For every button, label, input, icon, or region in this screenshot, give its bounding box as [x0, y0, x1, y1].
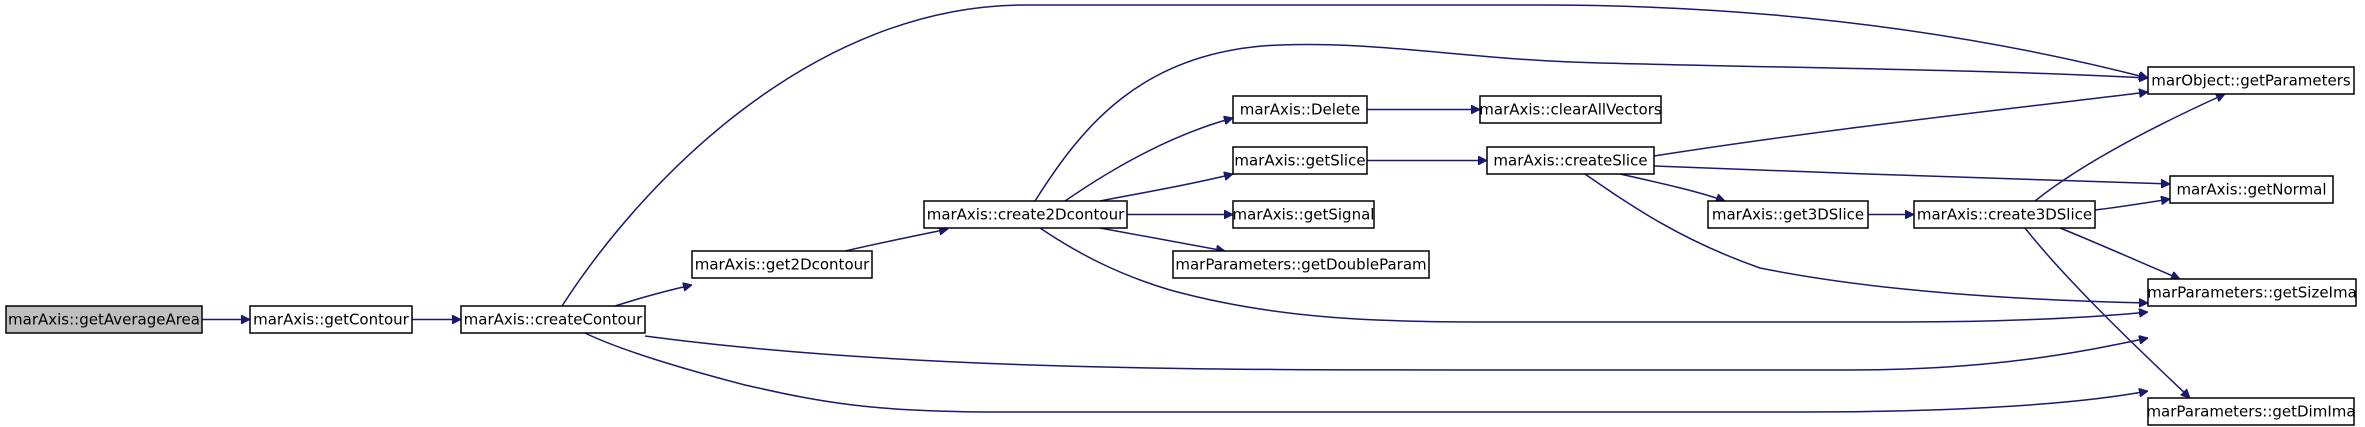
node-label: marParameters::getSizeIma	[2147, 284, 2357, 302]
node-create3DSlice[interactable]: marAxis::create3DSlice	[1913, 200, 2096, 229]
edge-line	[1653, 165, 2170, 184]
node-label: marAxis::create2Dcontour	[927, 206, 1125, 224]
edge-createSlice-to-get3DSlice	[1619, 173, 1725, 201]
edge-line	[584, 332, 2148, 413]
node-get2Dcontour[interactable]: marAxis::get2Dcontour	[691, 250, 873, 279]
edge-createSlice-to-getParameters	[1653, 92, 2148, 157]
node-label: marAxis::getAverageArea	[8, 311, 200, 329]
node-Delete[interactable]: marAxis::Delete	[1232, 95, 1368, 124]
edge-createContour-to-getSizeIma	[644, 336, 2148, 371]
node-clearAllVectors[interactable]: marAxis::clearAllVectors	[1479, 95, 1662, 124]
edge-create2Dcontour-to-getParameters	[1034, 43, 2148, 202]
edge-line	[2094, 199, 2170, 211]
edge-create3DSlice-to-getNormal	[2094, 199, 2170, 211]
edge-line	[844, 229, 948, 252]
node-getDimIma[interactable]: marParameters::getDimIma	[2146, 397, 2356, 426]
node-box	[1707, 200, 1869, 229]
nodes-layer: marAxis::getAverageArea marAxis::getConto…	[5, 66, 2357, 426]
edge-line	[1099, 174, 1233, 202]
edge-createContour-to-getParameters	[561, 4, 2148, 307]
edge-create2Dcontour-to-getDoubleParam	[1099, 227, 1225, 251]
node-box	[1479, 95, 1662, 124]
node-createContour[interactable]: marAxis::createContour	[460, 305, 646, 334]
node-create2Dcontour[interactable]: marAxis::create2Dcontour	[923, 200, 1128, 229]
node-box	[1486, 146, 1655, 175]
edge-create2Dcontour-to-getSizeIma	[1039, 227, 2148, 323]
node-label: marAxis::clearAllVectors	[1479, 101, 1662, 119]
edge-create3DSlice-to-getParameters	[2034, 94, 2225, 202]
edge-line	[1584, 173, 2148, 303]
edge-line	[1099, 227, 1225, 251]
edge-line	[614, 285, 692, 307]
edge-line	[1619, 173, 1725, 201]
node-box	[691, 250, 873, 279]
node-label: marAxis::getSlice	[1234, 152, 1365, 170]
edge-line	[1653, 92, 2148, 157]
node-getSlice[interactable]: marAxis::getSlice	[1232, 146, 1368, 175]
edge-line	[2034, 94, 2225, 202]
node-label: marAxis::Delete	[1240, 101, 1360, 119]
node-box	[1232, 95, 1368, 124]
edges-layer	[202, 4, 2225, 413]
node-box	[923, 200, 1128, 229]
node-getNormal[interactable]: marAxis::getNormal	[2169, 175, 2334, 204]
node-box	[1232, 146, 1368, 175]
edge-line	[2059, 227, 2180, 279]
node-label: marAxis::get2Dcontour	[695, 256, 870, 274]
edge-create2Dcontour-to-Delete	[1064, 118, 1233, 202]
node-getParameters[interactable]: marObject::getParameters	[2147, 66, 2355, 95]
node-label: marObject::getParameters	[2151, 72, 2351, 90]
edge-line	[644, 336, 2148, 371]
edge-get2Dcontour-to-create2Dcontour	[844, 229, 948, 252]
node-box	[2147, 66, 2355, 95]
node-label: marAxis::create3DSlice	[1917, 206, 2092, 224]
edge-create2Dcontour-to-getSlice	[1099, 174, 1233, 202]
node-box	[2169, 175, 2334, 204]
node-box	[2147, 397, 2355, 426]
node-label: marAxis::createContour	[464, 311, 644, 329]
edge-create3DSlice-to-getSizeIma	[2059, 227, 2180, 279]
edge-line	[561, 4, 2148, 307]
node-getSignal[interactable]: marAxis::getSignal	[1232, 200, 1375, 229]
edge-line	[1064, 118, 1233, 202]
node-box	[5, 305, 203, 334]
edge-createContour-to-get2Dcontour	[614, 285, 692, 307]
node-label: marAxis::get3DSlice	[1712, 206, 1864, 224]
node-label: marAxis::getNormal	[2176, 181, 2326, 199]
edge-createSlice-to-getSizeIma	[1584, 173, 2148, 303]
node-getDoubleParam[interactable]: marParameters::getDoubleParam	[1172, 250, 1430, 279]
edge-createContour-to-getDimIma	[584, 332, 2148, 413]
edge-line	[1039, 227, 2148, 323]
node-getSizeIma[interactable]: marParameters::getSizeIma	[2147, 278, 2357, 307]
node-box	[249, 305, 413, 334]
node-box	[2147, 278, 2357, 307]
edge-line	[2024, 227, 2190, 398]
node-createSlice[interactable]: marAxis::createSlice	[1486, 146, 1655, 175]
edge-createSlice-to-getNormal	[1653, 165, 2170, 184]
node-label: marAxis::createSlice	[1493, 152, 1647, 170]
node-getContour[interactable]: marAxis::getContour	[249, 305, 413, 334]
node-box	[460, 305, 646, 334]
node-label: marAxis::getSignal	[1233, 206, 1375, 224]
node-get3DSlice[interactable]: marAxis::get3DSlice	[1707, 200, 1869, 229]
node-label: marParameters::getDimIma	[2146, 403, 2355, 421]
node-box	[1172, 250, 1430, 279]
node-box	[1232, 200, 1375, 229]
edge-line	[1034, 43, 2148, 202]
node-getAverageArea[interactable]: marAxis::getAverageArea	[5, 305, 203, 334]
node-label: marAxis::getContour	[253, 311, 410, 329]
edge-create3DSlice-to-getDimIma	[2024, 227, 2190, 398]
node-box	[1913, 200, 2096, 229]
node-label: marParameters::getDoubleParam	[1175, 256, 1426, 274]
